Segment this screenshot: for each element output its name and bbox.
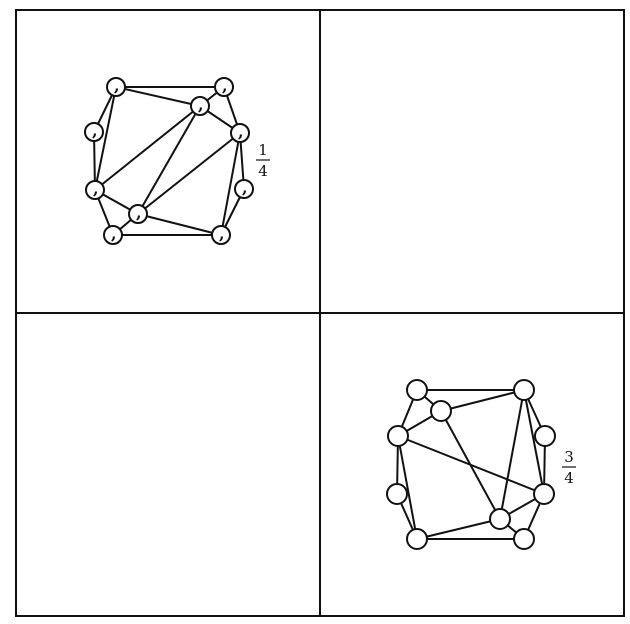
fraction-denominator-bottom-right: 4 <box>564 469 574 487</box>
panel-bottom-right: 3 4 <box>386 379 576 550</box>
graph-node <box>406 379 428 401</box>
graph-edge <box>115 86 201 107</box>
graph-node <box>533 483 555 505</box>
graph-node <box>230 123 250 143</box>
graph-edge <box>397 435 418 540</box>
graph-node <box>489 508 511 530</box>
graph-edge <box>440 389 525 412</box>
graph-edge <box>220 132 241 236</box>
node-comma-mark: , <box>92 121 98 140</box>
graph-node <box>190 96 210 116</box>
graph-node <box>513 528 535 550</box>
graph-node <box>84 122 104 142</box>
node-comma-mark: , <box>238 122 244 141</box>
graph-edge <box>499 389 525 520</box>
node-comma-mark: , <box>219 224 225 243</box>
graph-node <box>103 225 123 245</box>
fraction-denominator-top-left: 4 <box>258 162 268 180</box>
graph-node <box>430 400 452 422</box>
graph-node <box>387 425 409 447</box>
graph-edge <box>137 213 222 236</box>
node-comma-mark: , <box>93 179 99 198</box>
node-comma-mark: , <box>242 178 248 197</box>
fraction-numerator-bottom-right: 3 <box>564 448 574 466</box>
node-comma-mark: , <box>222 76 228 95</box>
graph-node <box>214 77 234 97</box>
graph-top-left: ,,,,,,,,,, <box>84 76 254 245</box>
node-comma-mark: , <box>198 95 204 114</box>
graph-node <box>85 180 105 200</box>
graph-edge <box>94 86 117 191</box>
graph-edge <box>137 105 201 215</box>
graph-node <box>234 179 254 199</box>
graph-node <box>386 483 408 505</box>
graph-node <box>406 528 428 550</box>
graph-edge <box>137 132 241 215</box>
graph-node <box>106 77 126 97</box>
graph-node <box>534 425 556 447</box>
node-comma-mark: , <box>136 203 142 222</box>
graph-node <box>211 225 231 245</box>
fraction-numerator-top-left: 1 <box>258 141 268 159</box>
graph-edge <box>523 389 545 495</box>
graph-edge <box>416 518 501 540</box>
graph-node <box>513 379 535 401</box>
graph-node <box>128 204 148 224</box>
graph-edge <box>94 105 201 191</box>
graph-bottom-right <box>386 379 556 550</box>
graph-edge <box>440 410 501 520</box>
node-comma-mark: , <box>111 224 117 243</box>
panel-top-left: ,,,,,,,,,, 1 4 <box>84 76 270 245</box>
node-comma-mark: , <box>114 76 120 95</box>
